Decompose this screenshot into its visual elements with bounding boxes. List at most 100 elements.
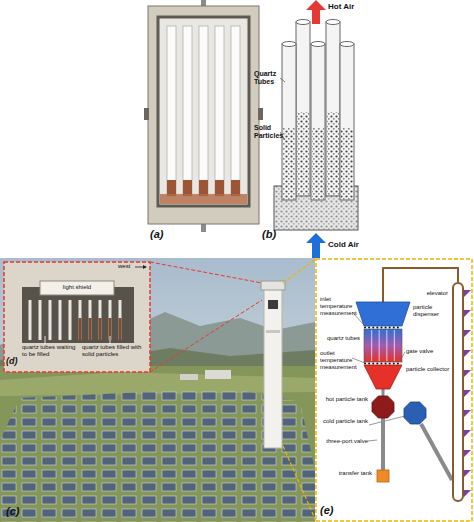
quartz-tube — [69, 300, 72, 340]
quartz-tube — [39, 300, 42, 340]
cold-particle-tank-outline — [404, 402, 426, 424]
part-label: Quartz Tubes — [254, 70, 280, 86]
panel-label: (a) — [150, 228, 180, 240]
cold-air-arrow — [306, 233, 326, 258]
tower-top — [261, 281, 285, 290]
direction-arrow — [135, 267, 146, 268]
elevator-bucket — [464, 310, 471, 317]
panel-label: (c) — [6, 505, 26, 517]
elevator-loop — [383, 268, 458, 302]
particle-collector-outline — [364, 365, 402, 389]
particle-fill — [231, 180, 240, 196]
frame-hinge — [258, 108, 263, 120]
leader-line — [45, 336, 46, 344]
quartz-tube — [282, 44, 296, 200]
elevator-bucket — [464, 350, 471, 357]
leader-line — [352, 358, 365, 363]
quartz-tube — [49, 300, 52, 340]
elevator-bucket — [464, 410, 471, 417]
direction-label: west — [118, 263, 136, 270]
outlet-sensor-row — [365, 363, 401, 365]
building — [205, 370, 231, 379]
tube-mouth — [326, 20, 340, 25]
transfer-tank-outline — [377, 470, 389, 482]
frame-hinge — [144, 108, 149, 120]
elevator-belt-outline — [453, 283, 463, 501]
elevator-bucket — [464, 390, 471, 397]
node-label: quartz tubes — [320, 335, 360, 342]
schematic-e — [316, 259, 472, 521]
quartz-tube — [199, 26, 208, 196]
tower-floor — [266, 330, 280, 333]
particle-pipe — [382, 389, 385, 396]
elevator-bucket — [464, 290, 471, 297]
part-label: Solid Particles — [254, 124, 280, 140]
panel-label: (d) — [6, 356, 26, 366]
tube-wall — [379, 330, 380, 361]
part-label: gate valve — [406, 348, 450, 355]
filled-tubes — [80, 318, 120, 340]
elevator-bucket — [464, 490, 471, 497]
inlet-sensor-row — [365, 327, 401, 329]
inset-border — [4, 262, 150, 372]
sensor-label: inlet temperature measurement — [320, 296, 360, 317]
node-label: elevator — [412, 290, 448, 297]
particle-collector-shape — [364, 365, 402, 389]
photo-c — [0, 258, 316, 522]
elevator-bucket — [464, 470, 471, 477]
elevator-bucket — [464, 450, 471, 457]
elevator-belt: elevator — [452, 282, 464, 502]
sensor-label: outlet temperature measurement — [320, 350, 360, 371]
particle-fill — [99, 318, 102, 340]
quartz-tube-bank-outline — [364, 329, 402, 362]
leader-line — [280, 78, 285, 82]
quartz-tube — [99, 300, 102, 340]
hot-particle-tank-shape — [372, 396, 394, 418]
quartz-tube-bank-shape — [364, 329, 402, 362]
zoom-line — [150, 262, 262, 283]
particle-bed — [327, 112, 339, 196]
particle-fill — [167, 180, 176, 196]
cold-particle-tank-shape — [404, 402, 426, 424]
box-frame — [148, 6, 259, 224]
transfer-tank: transfer tank — [377, 470, 389, 482]
particle-dispenser-outline — [356, 302, 410, 326]
particle-fill — [119, 318, 122, 340]
tube-mouth — [311, 42, 325, 47]
elevator-bucket — [464, 370, 471, 377]
particle-bed — [341, 128, 353, 200]
panel-label: (b) — [262, 228, 292, 240]
cold-particle-tank: cold particle tank — [404, 402, 426, 424]
transfer-tank-shape — [377, 470, 389, 482]
glass-window — [158, 17, 249, 206]
hot-particle-tank: hot particle tank — [372, 396, 394, 418]
part-label: light shield — [42, 284, 112, 291]
zoom-line — [283, 259, 316, 283]
inset-photo — [4, 262, 150, 372]
particle-bed — [312, 128, 324, 200]
flow-label: Hot Air — [328, 2, 368, 11]
particle-fill — [215, 180, 224, 196]
elevator-belt-shape — [452, 282, 464, 502]
quartz-tube-bank: quartz tubes — [364, 329, 402, 362]
particle-fill — [199, 180, 208, 196]
tube-wall — [386, 330, 387, 361]
quartz-tube — [326, 22, 340, 196]
zoom-line — [283, 446, 316, 521]
quartz-tube — [167, 26, 176, 196]
node-label: particle dispenser — [413, 304, 451, 318]
quartz-tube — [231, 26, 240, 196]
tube-wall — [371, 330, 372, 361]
particle-dispenser-shape — [356, 302, 410, 326]
particle-fill — [89, 318, 92, 340]
quartz-tube — [311, 44, 325, 200]
quartz-tube — [89, 300, 92, 340]
part-label: three-port valve — [320, 438, 368, 445]
elevator-bucket — [464, 430, 471, 437]
particle-collector: particle collector — [364, 365, 402, 389]
node-label: transfer tank — [320, 470, 372, 477]
particle-pipe — [381, 418, 385, 470]
